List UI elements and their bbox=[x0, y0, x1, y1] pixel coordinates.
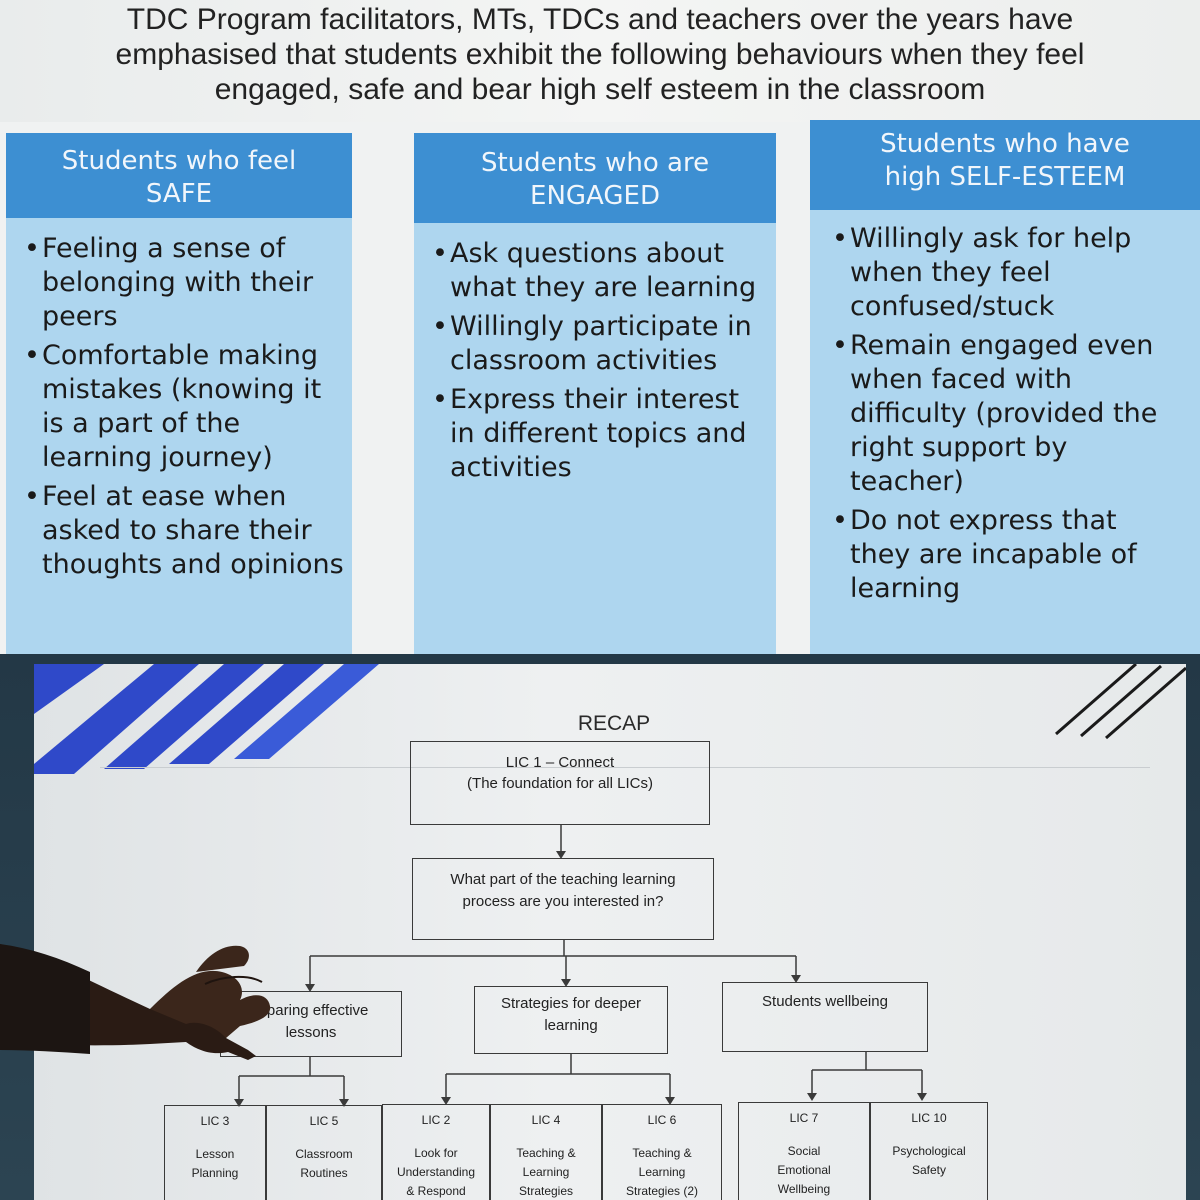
box-label-line: process are you interested in? bbox=[462, 893, 664, 910]
list-item: Express their interest in different topi… bbox=[432, 383, 762, 485]
lic-code: LIC 10 bbox=[911, 1111, 947, 1125]
lic-code: LIC 2 bbox=[421, 1113, 451, 1127]
box-label-line: (The foundation for all LICs) bbox=[467, 775, 653, 792]
slide-title-line: TDC Program facilitators, MTs, TDCs and … bbox=[126, 3, 1074, 36]
lic-box: LIC 7 Social Emotional Wellbeing bbox=[738, 1102, 870, 1200]
list-item: Do not express that they are incapable o… bbox=[832, 504, 1182, 606]
decorative-stripes-right bbox=[1055, 664, 1186, 740]
divider-line bbox=[100, 767, 1150, 768]
projection-screen: RECAP bbox=[34, 664, 1186, 1200]
lic-title-line: Emotional bbox=[777, 1163, 831, 1177]
list-item: Comfortable making mistakes (knowing it … bbox=[24, 339, 344, 475]
lic-box: LIC 5 Classroom Routines bbox=[266, 1105, 382, 1200]
box-label-line: reparing effective bbox=[253, 1002, 369, 1019]
box-label-line: Strategies for deeper bbox=[500, 995, 642, 1012]
decorative-stripes-left bbox=[34, 664, 379, 774]
column-body: Willingly ask for help when they feel co… bbox=[810, 210, 1200, 654]
column-body: Ask questions about what they are learni… bbox=[414, 223, 776, 654]
lic-title-line: Learning bbox=[522, 1165, 570, 1179]
bullet-list: Feeling a sense of belonging with their … bbox=[24, 232, 344, 587]
column-engaged: Students who are ENGAGED Ask questions a… bbox=[414, 0, 776, 654]
list-item: Feel at ease when asked to share their t… bbox=[24, 480, 344, 582]
column-body: Feeling a sense of belonging with their … bbox=[6, 218, 352, 654]
lic-title-line: Teaching & bbox=[516, 1146, 576, 1160]
column-heading: Students who feel SAFE bbox=[6, 133, 352, 218]
lic-box: LIC 10 Psychological Safety bbox=[870, 1102, 988, 1200]
lic-title-line: Social bbox=[787, 1144, 821, 1158]
lic-box: LIC 3 Lesson Planning bbox=[164, 1105, 266, 1200]
box-label-line: Students wellbeing bbox=[762, 993, 888, 1010]
lic-box: LIC 2 Look for Understanding & Respond bbox=[382, 1104, 490, 1200]
box-label-line: lessons bbox=[285, 1024, 337, 1041]
lic-code: LIC 6 bbox=[647, 1113, 677, 1127]
flowchart-box-question: What part of the teaching learning proce… bbox=[412, 858, 714, 940]
lic-title-line: Classroom bbox=[295, 1147, 353, 1161]
flowchart-box-wellbeing: Students wellbeing bbox=[722, 982, 928, 1052]
lic-title-line: Strategies (2) bbox=[625, 1184, 699, 1198]
lic-box: LIC 6 Teaching & Learning Strategies (2) bbox=[602, 1104, 722, 1200]
lic-title-line: Learning bbox=[638, 1165, 686, 1179]
presenter-hand bbox=[0, 944, 271, 1060]
flowchart-box-lic1: LIC 1 – Connect (The foundation for all … bbox=[410, 741, 710, 825]
lic-code: LIC 3 bbox=[200, 1114, 230, 1128]
box-label-line: What part of the teaching learning bbox=[450, 871, 676, 888]
lic-title-line: Psychological bbox=[892, 1144, 966, 1158]
lic-title-line: Lesson bbox=[195, 1147, 235, 1161]
column-heading-line: Students who feel bbox=[61, 146, 297, 176]
recap-title: RECAP bbox=[577, 712, 651, 735]
column-self-esteem: Students who have high SELF-ESTEEM Willi… bbox=[810, 0, 1200, 654]
bullet-list: Ask questions about what they are learni… bbox=[432, 237, 762, 490]
lic-code: LIC 5 bbox=[309, 1114, 339, 1128]
flowchart-box-strategies: Strategies for deeper learning bbox=[474, 986, 668, 1054]
column-heading-line: ENGAGED bbox=[530, 181, 660, 211]
lic-title-line: Teaching & bbox=[632, 1146, 692, 1160]
box-label-line: LIC 1 – Connect bbox=[505, 754, 615, 771]
slide-recap-photo: RECAP bbox=[0, 654, 1200, 1200]
column-safe: Students who feel SAFE Feeling a sense o… bbox=[6, 0, 352, 654]
lic-title-line: Planning bbox=[191, 1166, 239, 1180]
list-item: Feeling a sense of belonging with their … bbox=[24, 232, 344, 334]
lic-title-line: Safety bbox=[911, 1163, 947, 1177]
column-heading-line: Students who have bbox=[880, 129, 1130, 159]
column-heading-line: SAFE bbox=[145, 179, 213, 209]
lic-code: LIC 4 bbox=[531, 1113, 561, 1127]
column-heading-line: high SELF-ESTEEM bbox=[884, 162, 1126, 192]
slide-title: TDC Program facilitators, MTs, TDCs and … bbox=[40, 2, 1160, 107]
slide-behaviours: TDC Program facilitators, MTs, TDCs and … bbox=[0, 0, 1200, 654]
column-heading-line: Students who are bbox=[480, 148, 710, 178]
column-heading: Students who have high SELF-ESTEEM bbox=[810, 120, 1200, 210]
flowchart-connectors bbox=[234, 825, 927, 1107]
lic-title-line: & Respond bbox=[406, 1184, 466, 1198]
list-item: Ask questions about what they are learni… bbox=[432, 237, 762, 305]
slide-title-line: emphasised that students exhibit the fol… bbox=[115, 38, 1085, 71]
column-heading: Students who are ENGAGED bbox=[414, 133, 776, 223]
lic-title-line: Understanding bbox=[396, 1165, 476, 1179]
slide-title-line: engaged, safe and bear high self esteem … bbox=[214, 73, 986, 106]
list-item: Willingly participate in classroom activ… bbox=[432, 310, 762, 378]
lic-box: LIC 4 Teaching & Learning Strategies bbox=[490, 1104, 602, 1200]
list-item: Willingly ask for help when they feel co… bbox=[832, 222, 1182, 324]
box-label-line: learning bbox=[544, 1017, 598, 1034]
lic-title-line: Routines bbox=[300, 1166, 348, 1180]
lic-code: LIC 7 bbox=[789, 1111, 819, 1125]
list-item: Remain engaged even when faced with diff… bbox=[832, 329, 1182, 499]
lic-title-line: Wellbeing bbox=[777, 1182, 831, 1196]
lic-title-line: Strategies bbox=[518, 1184, 574, 1198]
bullet-list: Willingly ask for help when they feel co… bbox=[832, 222, 1182, 611]
lic-title-line: Look for bbox=[414, 1146, 458, 1160]
